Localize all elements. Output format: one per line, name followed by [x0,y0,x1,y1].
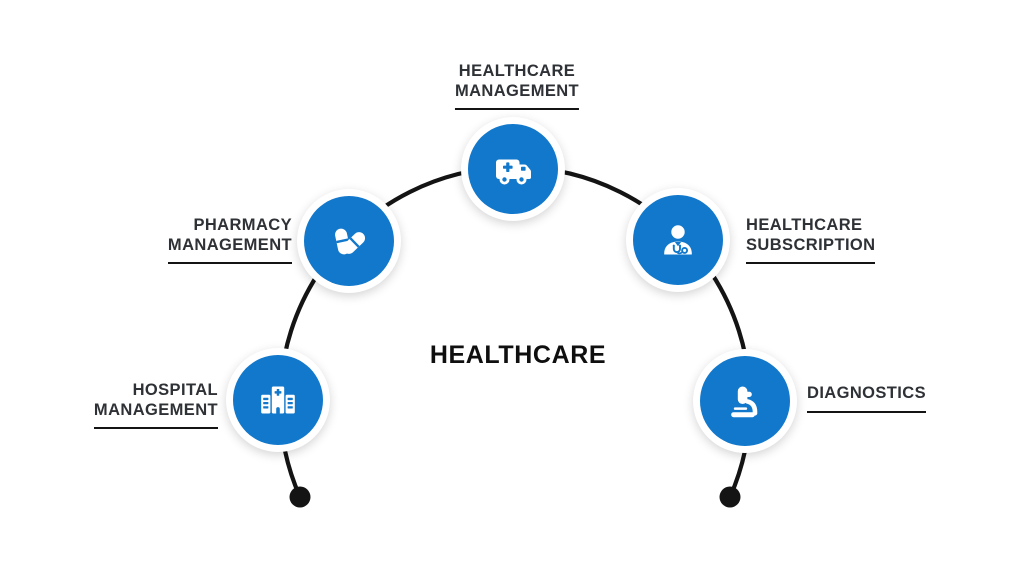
node-hospital-management [226,348,330,452]
label-line: HEALTHCARE [746,216,863,234]
node-pharmacy-management [297,189,401,293]
pills-icon [335,228,366,255]
label-line: SUBSCRIPTION [746,235,876,254]
node-circle [304,196,394,286]
label-pharmacy-management: PHARMACY MANAGEMENT [167,216,292,264]
arc-end-dot-right [719,486,741,508]
label-line: HEALTHCARE [458,62,576,80]
doctor-icon [664,225,692,255]
label-line: MANAGEMENT [93,400,218,419]
node-circle [700,356,790,446]
node-circle [468,124,558,214]
label-line: MANAGEMENT [454,81,580,100]
label-healthcare-management: HEALTHCARE MANAGEMENT [454,62,580,110]
arc-end-dot-left [289,486,311,508]
label-line: PHARMACY [193,216,292,234]
ambulance-icon [496,159,531,185]
label-line: DIAGNOSTICS [807,384,926,402]
node-healthcare-management [461,117,565,221]
node-diagnostics [693,349,797,453]
node-healthcare-subscription [626,188,730,292]
node-circle [633,195,723,285]
label-line: HOSPITAL [132,381,218,399]
hospital-building-icon [261,386,295,414]
page-title: HEALTHCARE [429,341,607,369]
microscope-icon [731,386,758,418]
node-circle [233,355,323,445]
label-hospital-management: HOSPITAL MANAGEMENT [93,381,218,429]
label-line: MANAGEMENT [167,235,292,254]
label-healthcare-subscription: HEALTHCARE SUBSCRIPTION [746,216,876,264]
label-diagnostics: DIAGNOSTICS [807,384,926,413]
